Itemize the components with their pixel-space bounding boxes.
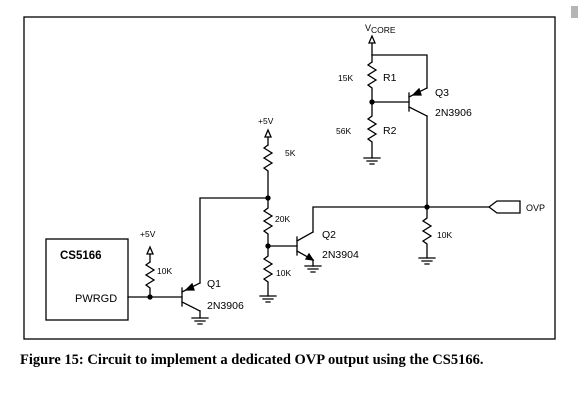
resistor-10k-lower [262, 245, 274, 297]
label-r2-name: R2 [383, 125, 397, 137]
supply-arrow-vcore [368, 34, 376, 44]
supply-label-5v-left: +5V [140, 229, 156, 239]
figure-caption: Figure 15: Circuit to implement a dedica… [20, 352, 484, 368]
label-10k-output: 10K [437, 230, 452, 240]
resistor-10k-output [421, 206, 433, 259]
chip-name-label: CS5166 [60, 250, 102, 262]
supply-label-vcore: VCORE [365, 23, 396, 35]
q2-emitter-arrow [304, 252, 315, 261]
q1-emitter-arrow [184, 282, 195, 291]
wire-q1-emitter-up [199, 197, 269, 284]
chip-pin-label: PWRGD [75, 293, 117, 305]
q3-part: 2N3906 [435, 107, 472, 119]
figure-frame [23, 16, 556, 340]
ground-10k-lower [259, 295, 277, 303]
ovp-label: OVP [526, 203, 545, 213]
resistor-10k-pullup [144, 261, 156, 298]
ovp-terminal [487, 200, 521, 214]
ground-r2 [363, 157, 381, 165]
label-20k: 20K [275, 214, 290, 224]
wire-q2-collector-up [312, 206, 428, 233]
q3-collector [408, 106, 428, 117]
q2-name: Q2 [322, 229, 336, 241]
resistor-20k [262, 197, 274, 247]
page-edge-mark [571, 6, 578, 18]
q2-collector [296, 231, 314, 242]
label-r1-value: 15K [338, 73, 353, 83]
supply-label-5v-right: +5V [258, 116, 274, 126]
vcore-sub: CORE [371, 25, 396, 35]
supply-arrow-5v-left [146, 245, 154, 255]
cs5166-chip [45, 238, 129, 321]
junction-pwrgd [147, 294, 153, 300]
q3-name: Q3 [435, 87, 449, 99]
resistor-r2 [366, 101, 378, 159]
label-r1-name: R1 [383, 72, 397, 84]
q1-part: 2N3906 [207, 300, 244, 312]
vcore-v: V [365, 23, 371, 33]
ground-q1 [191, 317, 209, 325]
supply-arrow-5v-right [264, 128, 272, 138]
q2-part: 2N3904 [322, 249, 359, 261]
resistor-r1 [366, 61, 378, 103]
label-10k-lower: 10K [276, 268, 291, 278]
ground-output [418, 257, 436, 265]
label-10k-pullup: 10K [157, 266, 172, 276]
q1-collector [181, 301, 201, 312]
ground-q2 [304, 265, 322, 273]
wire-vcore-to-q3 [371, 54, 428, 89]
label-r2-value: 56K [336, 126, 351, 136]
label-5k: 5K [285, 148, 296, 158]
resistor-5k [262, 144, 274, 199]
q3-emitter-arrow [411, 87, 422, 96]
q1-name: Q1 [207, 278, 221, 290]
